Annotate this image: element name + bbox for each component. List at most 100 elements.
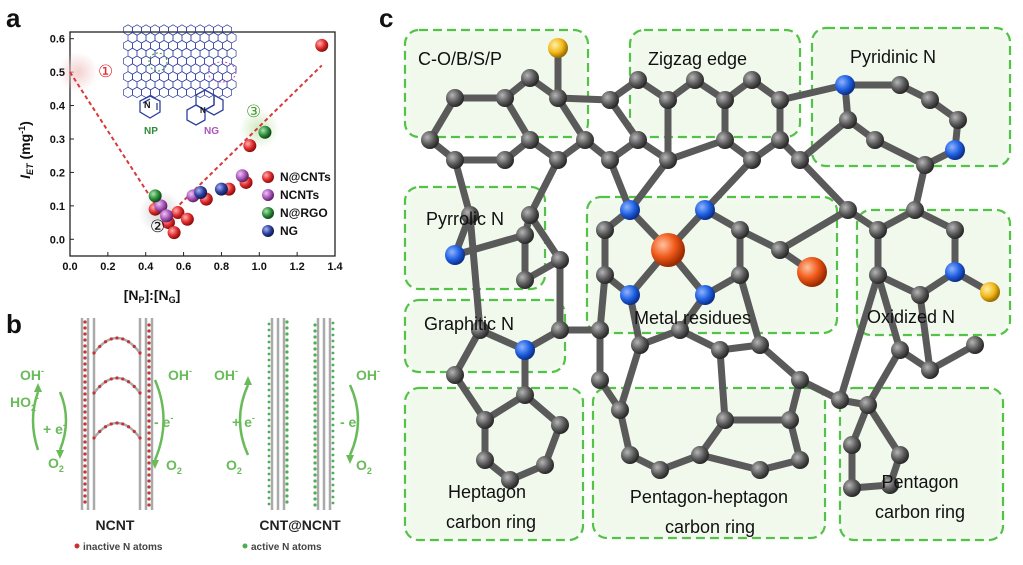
- carbon-atom: [549, 89, 567, 107]
- carbon-atom: [576, 131, 594, 149]
- lattice-hex: [133, 87, 142, 97]
- panel-label-a: a: [6, 3, 21, 33]
- y-tick-label: 0.4: [50, 101, 66, 113]
- n-atom: [127, 425, 130, 428]
- n-atom: [83, 320, 86, 323]
- n-atom: [332, 448, 335, 451]
- carbon-atom: [921, 361, 939, 379]
- ncnt-illustration: [82, 318, 152, 510]
- n-atom: [83, 452, 86, 455]
- n-atom: [127, 340, 130, 343]
- n-atom: [285, 488, 288, 491]
- n-atom: [268, 419, 271, 422]
- n-atom: [98, 385, 101, 388]
- n-atom: [268, 425, 271, 428]
- inactive-n-legend-dot: [75, 544, 80, 549]
- n-atom: [92, 351, 95, 354]
- n-atom: [83, 476, 86, 479]
- n-atom: [121, 377, 124, 380]
- pyridinic-n-marker: N: [144, 100, 151, 110]
- minus-e-label-1: - e-: [154, 413, 173, 430]
- x-axis-label: [NP]:[NG]: [124, 287, 181, 305]
- y-tick-label: 0.2: [50, 167, 65, 179]
- n-atom: [268, 401, 271, 404]
- circled-marker-3: ③: [246, 102, 261, 122]
- n-atom: [268, 413, 271, 416]
- panel-label-c: c: [379, 3, 393, 33]
- n-atom: [83, 380, 86, 383]
- carbon-atom: [891, 446, 909, 464]
- oxygen-atom: [797, 257, 827, 287]
- n-atom: [285, 434, 288, 437]
- dopant-atom: [980, 282, 1000, 302]
- n-atom: [268, 353, 271, 356]
- n-atom: [332, 376, 335, 379]
- y-tick-label: 0.6: [50, 34, 65, 46]
- carbon-atom: [611, 401, 629, 419]
- nitrogen-atom: [945, 262, 965, 282]
- n-atom: [138, 351, 141, 354]
- x-tick-label: 0.4: [138, 261, 154, 273]
- lattice-hex: [124, 87, 133, 97]
- n-atom: [92, 436, 95, 439]
- carbon-atom: [869, 221, 887, 239]
- n-atom: [332, 490, 335, 493]
- n-atom: [332, 472, 335, 475]
- n-atom: [285, 422, 288, 425]
- n-atom: [332, 478, 335, 481]
- n-atom: [147, 329, 150, 332]
- carbon-atom: [536, 456, 554, 474]
- n-atom: [147, 491, 150, 494]
- n-atom: [313, 455, 316, 458]
- n-atom: [83, 386, 86, 389]
- n-atom: [313, 443, 316, 446]
- n-atom: [133, 385, 136, 388]
- n-atom: [332, 484, 335, 487]
- plus-e-label-1: + e-: [43, 420, 66, 437]
- n-atom: [83, 362, 86, 365]
- n-atom: [313, 401, 316, 404]
- oh-label-4: OH-: [356, 366, 380, 383]
- plus-e-label-2: + e-: [232, 413, 255, 430]
- x-tick-label: 1.2: [289, 261, 304, 273]
- n-atom: [121, 422, 124, 425]
- n-atom: [332, 322, 335, 325]
- n-atom: [313, 431, 316, 434]
- ncnt-subcaption: inactive N atoms: [83, 542, 163, 553]
- n-atom: [83, 350, 86, 353]
- n-atom: [268, 335, 271, 338]
- label-pentagon-1: Pentagon: [881, 472, 958, 492]
- n-atom: [147, 359, 150, 362]
- n-atom: [147, 365, 150, 368]
- active-n-legend-dot: [243, 544, 248, 549]
- n-atom: [285, 386, 288, 389]
- n-atom: [268, 407, 271, 410]
- carbon-atom: [781, 411, 799, 429]
- n-atom: [313, 467, 316, 470]
- n-atom: [147, 353, 150, 356]
- n-atom: [268, 455, 271, 458]
- n-atom: [313, 413, 316, 416]
- n-atom: [83, 374, 86, 377]
- nitrogen-atom: [835, 75, 855, 95]
- n-atom: [104, 340, 107, 343]
- n-atom: [332, 352, 335, 355]
- n-atom: [268, 431, 271, 434]
- metal-atom: [651, 233, 685, 267]
- bond: [720, 350, 725, 420]
- x-tick-label: 0.0: [62, 261, 77, 273]
- n-atom: [332, 424, 335, 427]
- carbon-atom: [551, 321, 569, 339]
- x-tick-label: 0.6: [176, 261, 191, 273]
- data-point-nrgo: [258, 126, 271, 139]
- n-atom: [268, 389, 271, 392]
- n-atom: [83, 458, 86, 461]
- n-atom: [285, 338, 288, 341]
- n-atom: [313, 383, 316, 386]
- carbon-atom: [591, 371, 609, 389]
- n-atom: [285, 500, 288, 503]
- carbon-atom: [446, 366, 464, 384]
- n-atom: [285, 392, 288, 395]
- label-heptagon-2: carbon ring: [446, 512, 536, 532]
